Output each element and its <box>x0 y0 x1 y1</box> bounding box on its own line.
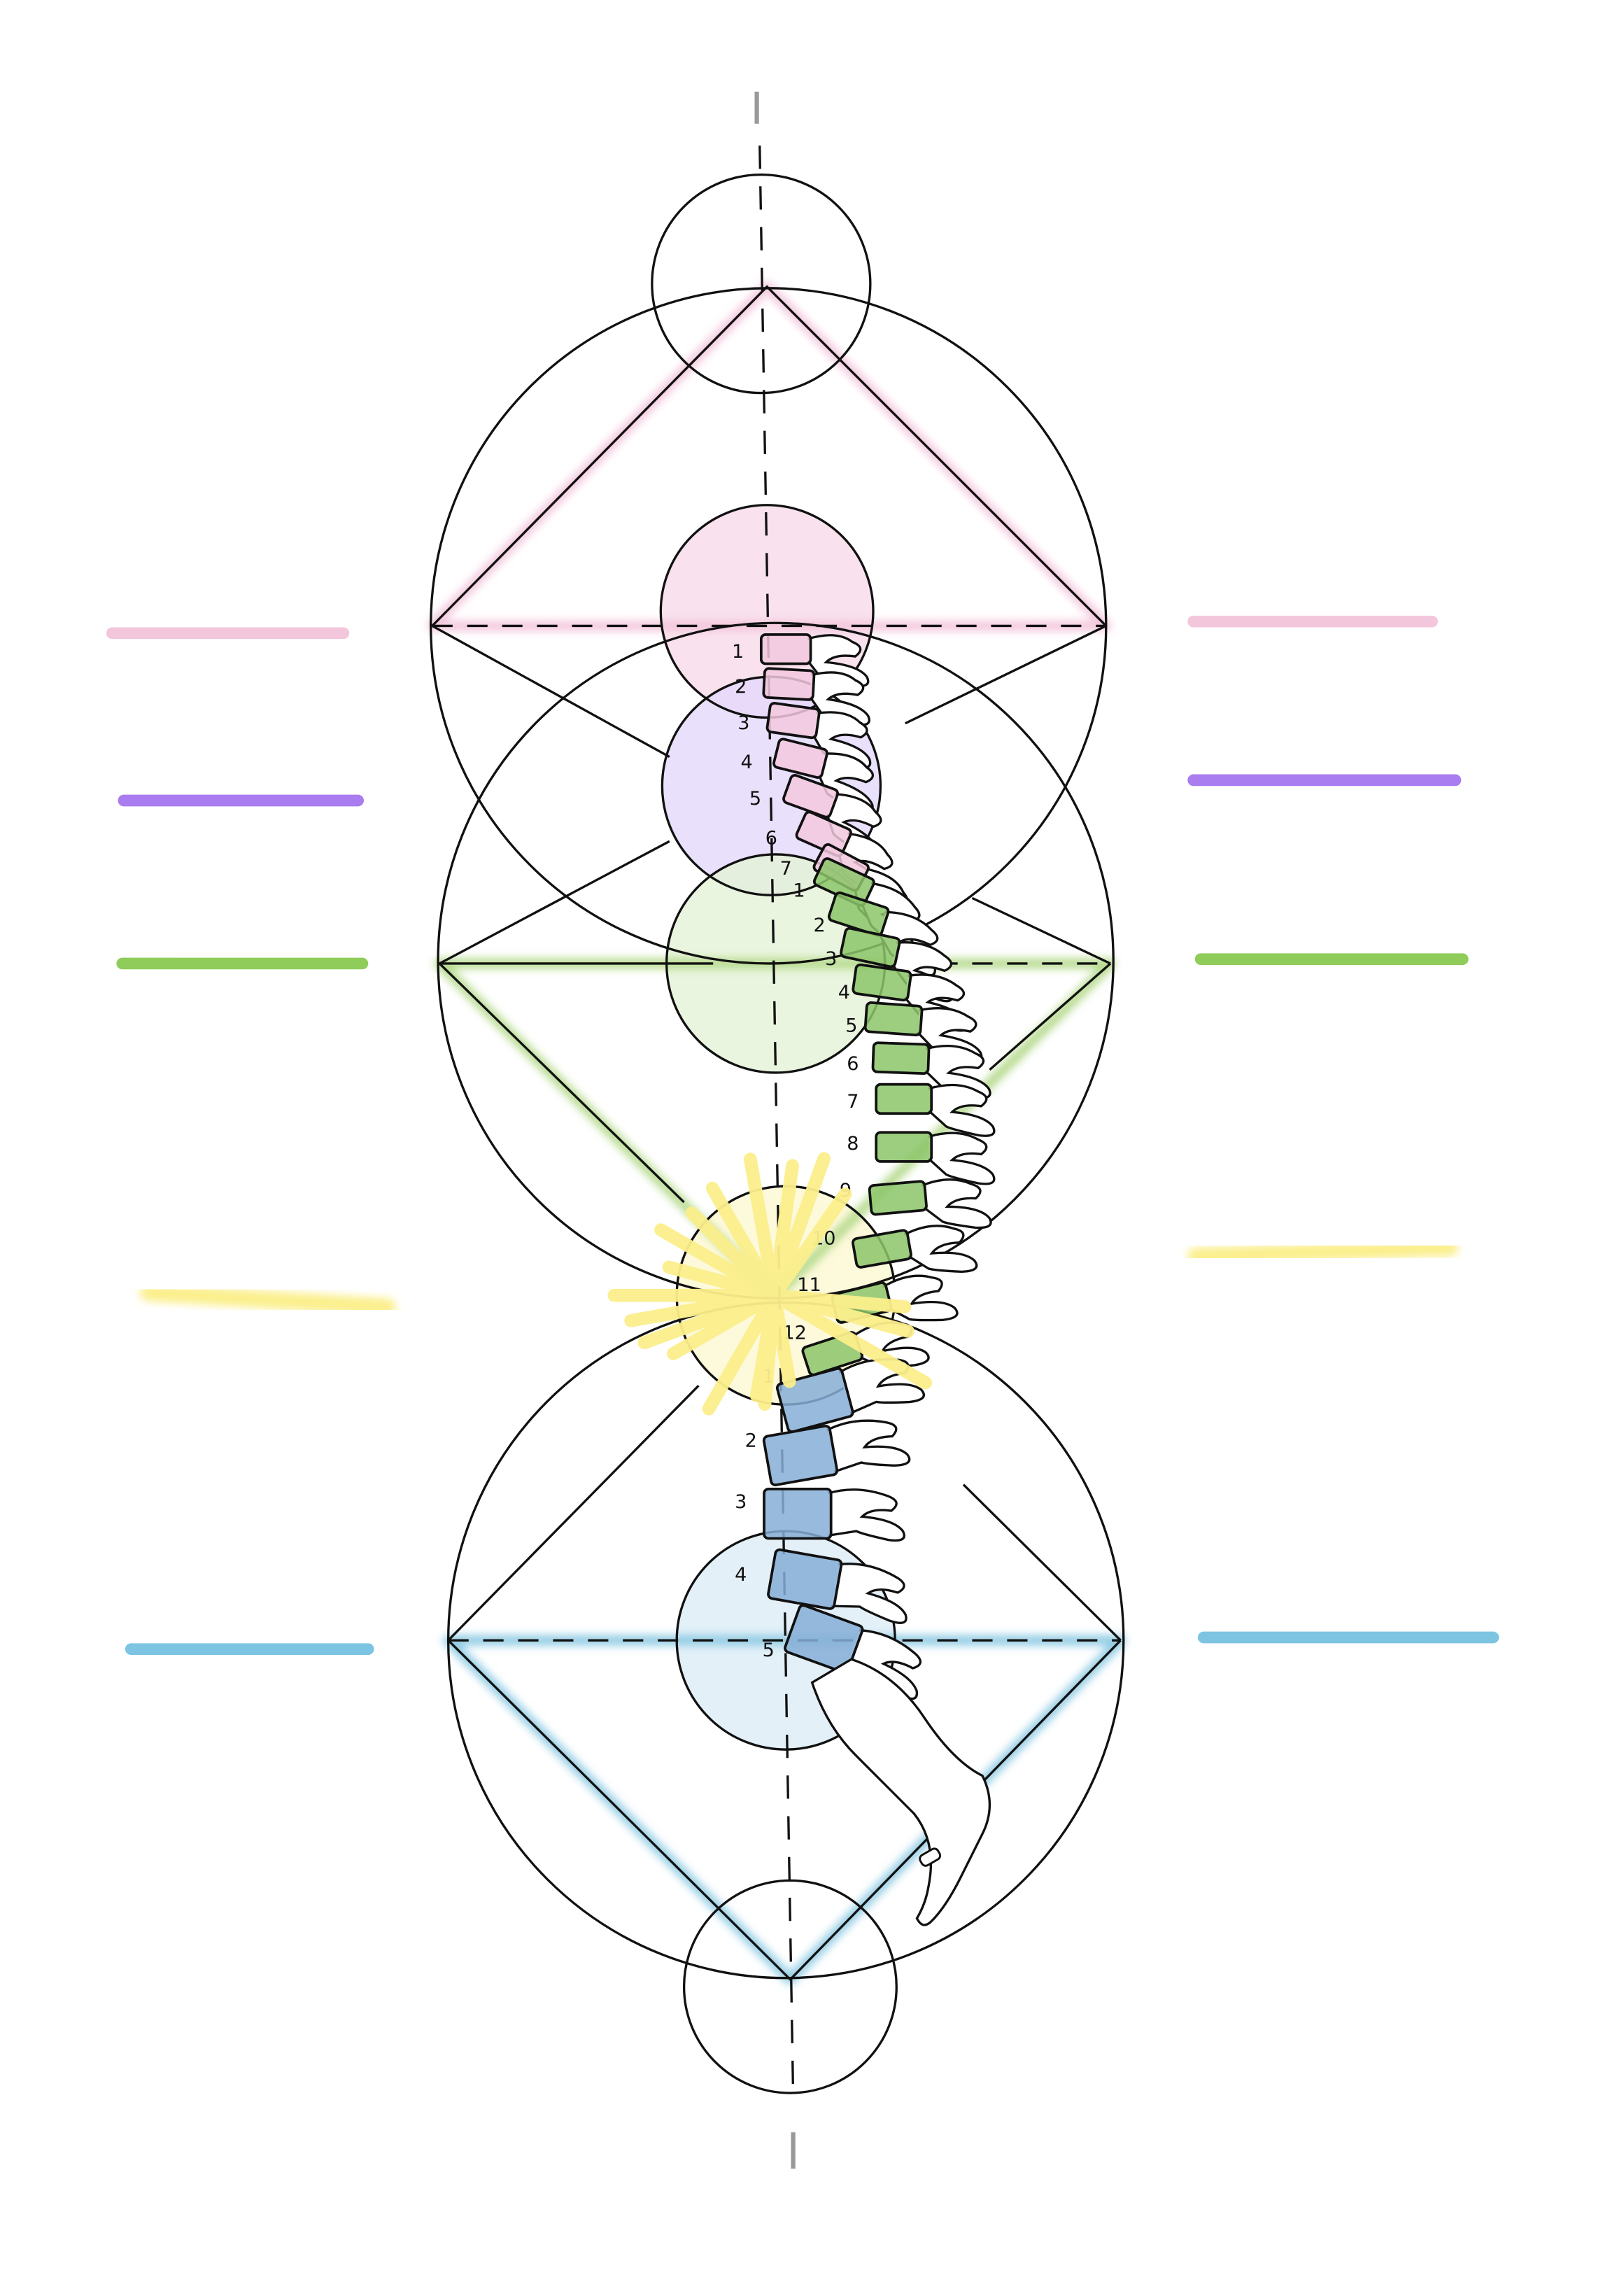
lumbar-vertebra <box>784 1604 922 1700</box>
starburst-ray <box>702 1288 781 1416</box>
coccyx <box>919 1847 942 1867</box>
vertebral-body <box>795 810 852 858</box>
vertebral-body <box>765 702 821 740</box>
cervical-label: 7 <box>780 858 792 880</box>
vertebral-body <box>852 963 912 1002</box>
vertebral-body <box>871 1041 931 1075</box>
construction-line <box>438 962 685 1204</box>
upper-triangle-lines <box>431 285 1107 627</box>
vertebral-body <box>762 667 816 701</box>
vertebral-body <box>759 633 812 665</box>
vertebral-body <box>763 1487 833 1540</box>
vertebral-body <box>782 774 840 819</box>
vertebral-body <box>784 1604 864 1674</box>
thoracic-label: 4 <box>838 982 850 1003</box>
starburst-ray <box>667 1288 781 1360</box>
vertebral-body <box>875 1083 933 1115</box>
right-yellow-bar <box>1187 1239 1459 1265</box>
starburst-ray <box>768 1187 852 1302</box>
center-axis-dashed <box>758 145 795 2096</box>
spinous-process <box>831 1563 908 1624</box>
solar-plexus-starburst <box>607 1152 933 1416</box>
thoracic-label: 2 <box>813 915 825 936</box>
lumbar-label: 2 <box>745 1430 757 1452</box>
starburst-ray <box>743 1152 781 1302</box>
starburst-ray <box>768 1288 933 1390</box>
construction-line <box>905 624 1107 725</box>
vertebral-body <box>767 1548 843 1610</box>
vertebral-body <box>772 738 828 779</box>
thoracic-label: 1 <box>793 880 805 901</box>
construction-line <box>989 962 1112 1071</box>
thoracic-label: 8 <box>847 1133 859 1155</box>
spinous-process <box>921 1178 992 1229</box>
spine: 123456712345678910111212345 <box>732 633 996 1926</box>
vertebral-body <box>762 1424 839 1487</box>
thoracic-label: 7 <box>847 1091 859 1113</box>
vertebral-body <box>863 1001 924 1036</box>
vertebral-body <box>840 926 901 968</box>
spinous-process <box>828 1488 905 1542</box>
construction-line <box>431 624 670 759</box>
cervical-label: 4 <box>740 752 752 773</box>
vertebral-body <box>852 1229 912 1269</box>
spinous-process <box>826 1419 911 1473</box>
thoracic-vertebra <box>852 1225 978 1274</box>
lumbar-label: 3 <box>735 1491 747 1513</box>
construction-line <box>447 1384 700 1642</box>
sacrum <box>810 1658 991 1926</box>
bottom-small-circle <box>682 1879 898 2094</box>
construction-line <box>971 896 1111 965</box>
cervical-label: 5 <box>749 788 761 810</box>
cervical-label: 1 <box>732 641 744 663</box>
thoracic-vertebra <box>875 1131 996 1185</box>
left-yellow-bar <box>139 1283 396 1316</box>
top-small-circle <box>651 173 872 395</box>
lumbar-label: 4 <box>735 1564 747 1586</box>
spinous-process <box>904 1225 978 1274</box>
pink-circle-outline <box>659 504 875 719</box>
thoracic-label: 5 <box>845 1015 857 1037</box>
thoracic-vertebra <box>875 1083 996 1137</box>
cervical-label: 6 <box>765 827 777 849</box>
vertebral-body <box>775 1367 854 1433</box>
lumbar-vertebra <box>767 1548 908 1624</box>
cervical-label: 2 <box>735 676 747 698</box>
thoracic-label: 6 <box>847 1053 859 1075</box>
spinous-process <box>927 1132 996 1185</box>
vertebral-body <box>875 1131 933 1163</box>
thoracic-vertebra <box>868 1178 992 1229</box>
construction-line <box>439 840 670 965</box>
spinous-process <box>927 1083 996 1137</box>
starburst-ray <box>768 1288 912 1313</box>
vertebral-body <box>868 1180 928 1216</box>
starburst-ray <box>768 1288 796 1388</box>
thoracic-label: 3 <box>825 948 837 970</box>
construction-line <box>962 1483 1122 1642</box>
lumbar-vertebra <box>763 1487 905 1542</box>
lumbar-vertebra <box>762 1419 911 1487</box>
cervical-label: 3 <box>737 712 749 734</box>
lumbar-label: 5 <box>763 1640 775 1661</box>
